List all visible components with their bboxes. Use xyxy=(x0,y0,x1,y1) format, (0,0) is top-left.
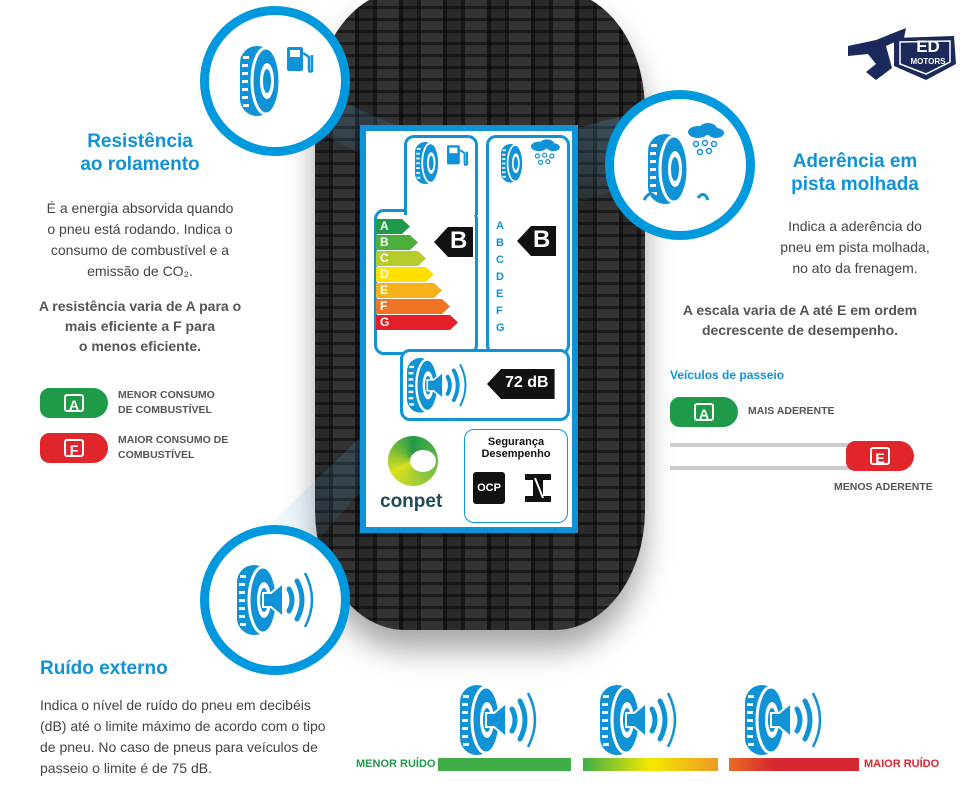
wet-class-c: C xyxy=(496,254,504,266)
tire-rain-icon xyxy=(642,122,725,206)
fuel-class-bar-c: C xyxy=(376,251,426,266)
wet-class-e: E xyxy=(496,288,504,300)
noise-icon-mid xyxy=(600,685,690,760)
rolling-resistance-circle xyxy=(200,6,350,156)
fuel-header xyxy=(404,135,478,215)
conpet-wordmark: conpet xyxy=(380,491,443,512)
high-noise-label: MAIOR RUÍDO xyxy=(864,758,940,770)
conpet-logo xyxy=(388,436,438,486)
wet-class-d: D xyxy=(496,271,504,283)
ocp-seal: OCP xyxy=(473,472,505,504)
noise-bar-mid xyxy=(583,758,718,771)
noise-description: Indica o nível de ruído do pneu em decib… xyxy=(40,697,326,776)
fuel-class-bar-d: D xyxy=(376,267,434,282)
legend-text: MAIS ADERENTE xyxy=(748,405,835,417)
fuel-class-bar-e: E xyxy=(376,283,442,298)
vehicles-heading: Veículos de passeio xyxy=(670,368,785,382)
tire-sound-icon xyxy=(225,560,325,640)
inmetro-seal xyxy=(525,474,551,502)
noise-panel: 72 dB xyxy=(400,349,570,421)
noise-icon-high xyxy=(745,685,835,760)
legend-text: MENOS ADERENTE xyxy=(834,481,933,493)
wet-class-a: A xyxy=(496,220,504,232)
noise-icon-low xyxy=(460,685,550,760)
car-grade-e: E xyxy=(846,441,914,471)
fuel-class-bar-a: A xyxy=(376,219,410,234)
noise-bar-high xyxy=(729,758,859,771)
wet-class-b: B xyxy=(496,237,504,249)
wet-grade-indicator: B xyxy=(517,226,557,256)
ed-motors-logo: ED MOTORS xyxy=(846,24,958,84)
fuel-class-bar-g: G xyxy=(376,315,458,330)
wet-class-f: F xyxy=(496,305,503,317)
wet-grip-circle xyxy=(605,90,755,240)
fuel-class-bar-b: B xyxy=(376,235,418,250)
low-noise-label: MENOR RUÍDO xyxy=(356,758,436,770)
skid-mark xyxy=(670,443,860,447)
tire-fuel-icon xyxy=(238,44,314,118)
fuel-class-bar-f: F xyxy=(376,299,450,314)
noise-title: Ruído externo xyxy=(40,658,168,679)
car-grade-a: A xyxy=(40,388,108,418)
noise-bar-low xyxy=(438,758,571,771)
wet-class-g: G xyxy=(496,322,505,334)
noise-value: 72 dB xyxy=(487,369,555,399)
car-grade-a: A xyxy=(670,397,738,427)
skid-mark xyxy=(670,466,860,470)
car-grade-f: F xyxy=(40,433,108,463)
noise-circle xyxy=(200,525,350,675)
